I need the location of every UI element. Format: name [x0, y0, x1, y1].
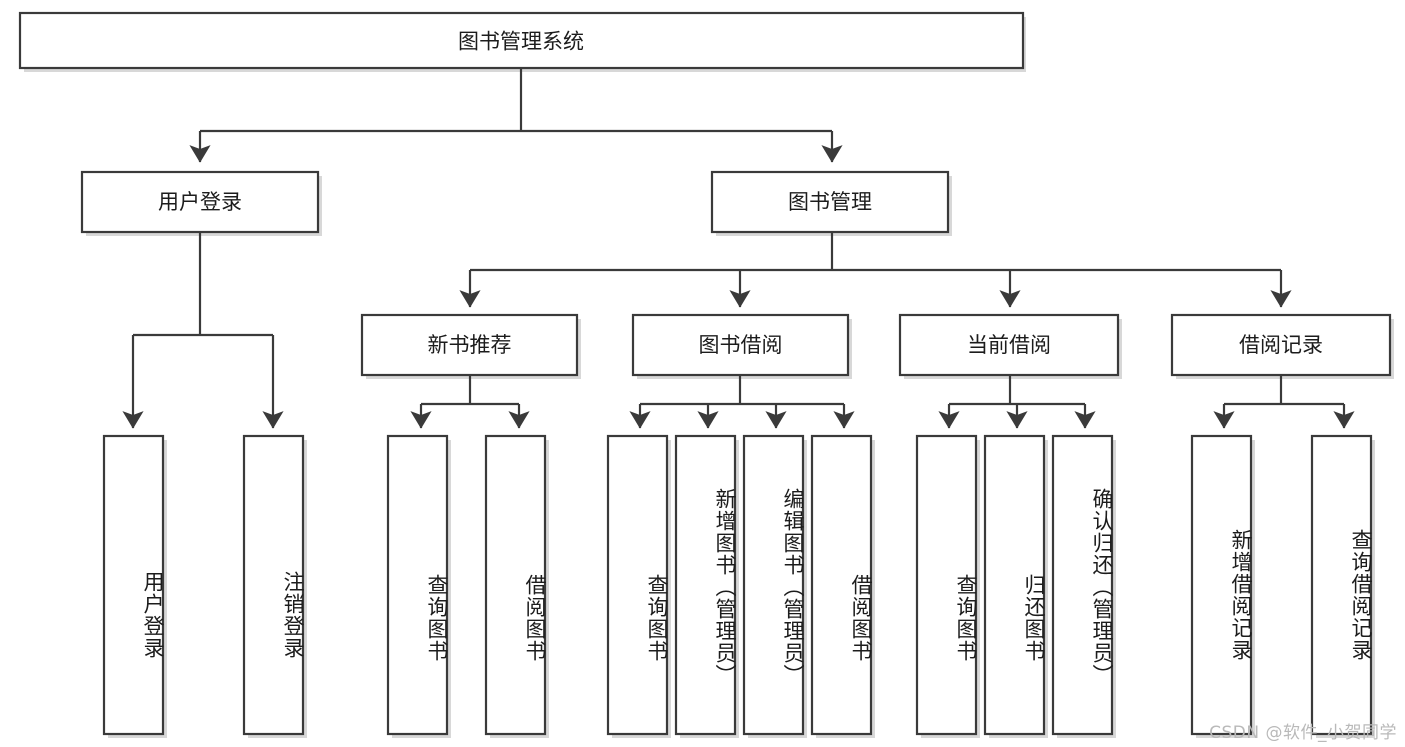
node-book-manage-label: 图书管理 [788, 190, 872, 214]
node-user-login-label: 用户登录 [158, 190, 242, 214]
node-leaf-logout-box[interactable] [242, 434, 305, 736]
node-new-book-rec-label: 新书推荐 [428, 333, 512, 357]
csdn-watermark: CSDN @软件_小贺同学 [1209, 723, 1397, 743]
node-new-book-rec-box[interactable] [360, 313, 579, 377]
node-leaf-query-book-1-box[interactable] [386, 434, 449, 736]
node-leaf-query-book-3-box[interactable] [915, 434, 978, 736]
node-leaf-add-record-box[interactable] [1190, 434, 1253, 736]
connector-lines [122, 68, 1355, 429]
node-book-manage-box[interactable] [710, 170, 950, 234]
node-borrow-record-label: 借阅记录 [1239, 333, 1323, 357]
node-leaf-confirm-return-box[interactable] [1051, 434, 1114, 736]
node-borrow-record-box[interactable] [1170, 313, 1392, 377]
node-leaf-add-book-box[interactable] [674, 434, 737, 736]
node-current-borrow-box[interactable] [898, 313, 1120, 377]
node-leaf-borrow-book-1-box[interactable] [484, 434, 547, 736]
node-book-borrow-label: 图书借阅 [699, 333, 783, 357]
node-root-label: 图书管理系统 [458, 30, 584, 54]
node-leaf-query-record-box[interactable] [1310, 434, 1373, 736]
node-leaf-return-book-box[interactable] [983, 434, 1046, 736]
node-leaf-query-book-2-box[interactable] [606, 434, 669, 736]
node-user-login-box[interactable] [80, 170, 320, 234]
node-leaf-edit-book-box[interactable] [742, 434, 805, 736]
node-root-box[interactable] [18, 11, 1025, 70]
node-leaf-user-login-box[interactable] [102, 434, 165, 736]
node-current-borrow-label: 当前借阅 [967, 333, 1051, 357]
node-book-borrow-box[interactable] [631, 313, 850, 377]
node-leaf-borrow-book-2-box[interactable] [810, 434, 873, 736]
